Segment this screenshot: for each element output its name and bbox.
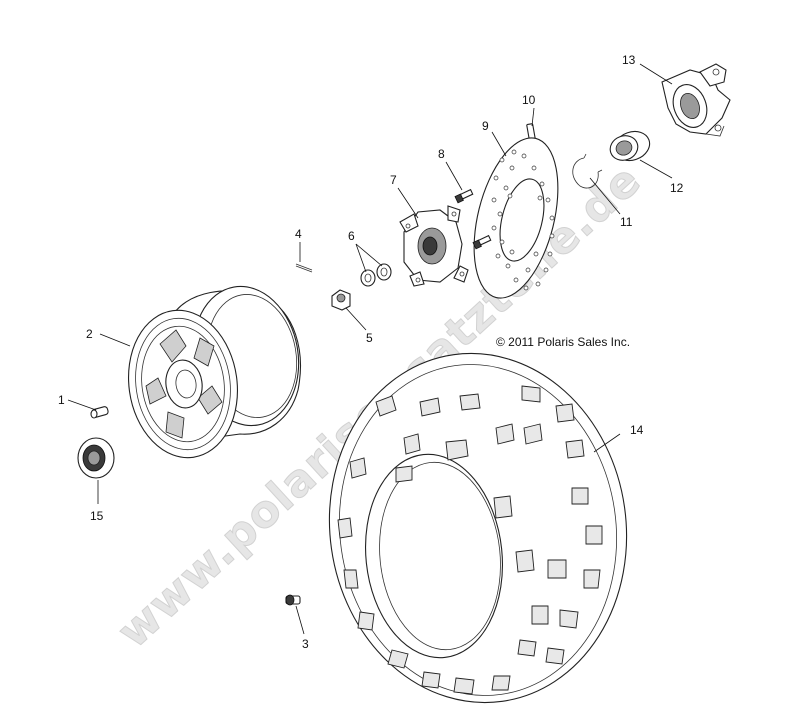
part-11-snap-ring	[572, 153, 603, 189]
callout-2: 2	[86, 327, 93, 341]
copyright-notice: © 2011 Polaris Sales Inc.	[496, 335, 630, 349]
part-9-brake-disc	[473, 137, 559, 299]
callout-9: 9	[482, 119, 489, 133]
part-6-washers	[360, 263, 392, 287]
part-2-wheel-rim	[127, 285, 301, 459]
callout-12: 12	[670, 181, 684, 195]
part-3-valve	[285, 594, 301, 606]
callout-13: 13	[622, 53, 636, 67]
callout-14: 14	[630, 423, 644, 437]
callout-15: 15	[90, 509, 104, 523]
callout-1: 1	[58, 393, 65, 407]
callout-labels: 1 2 3 4 5 6 7 8 9 10 11 12 13 14 15	[58, 53, 684, 651]
callout-5: 5	[366, 331, 373, 345]
callout-3: 3	[302, 637, 309, 651]
part-7-hub	[399, 205, 469, 287]
callout-10: 10	[522, 93, 536, 107]
leader-lines	[67, 63, 673, 635]
callout-7: 7	[390, 173, 397, 187]
part-8-studs	[454, 188, 492, 250]
callout-8: 8	[438, 147, 445, 161]
part-1-valve-stem	[90, 406, 109, 419]
callout-4: 4	[295, 227, 302, 241]
part-13-bearing-carrier	[661, 63, 731, 137]
callout-6: 6	[348, 229, 355, 243]
part-5-nut	[331, 289, 351, 311]
part-15-center-cap	[77, 437, 115, 479]
callout-11: 11	[620, 215, 633, 229]
part-12-bearing	[609, 130, 651, 162]
part-4-cotter-pin	[295, 263, 313, 273]
part-14-tire	[328, 352, 628, 704]
